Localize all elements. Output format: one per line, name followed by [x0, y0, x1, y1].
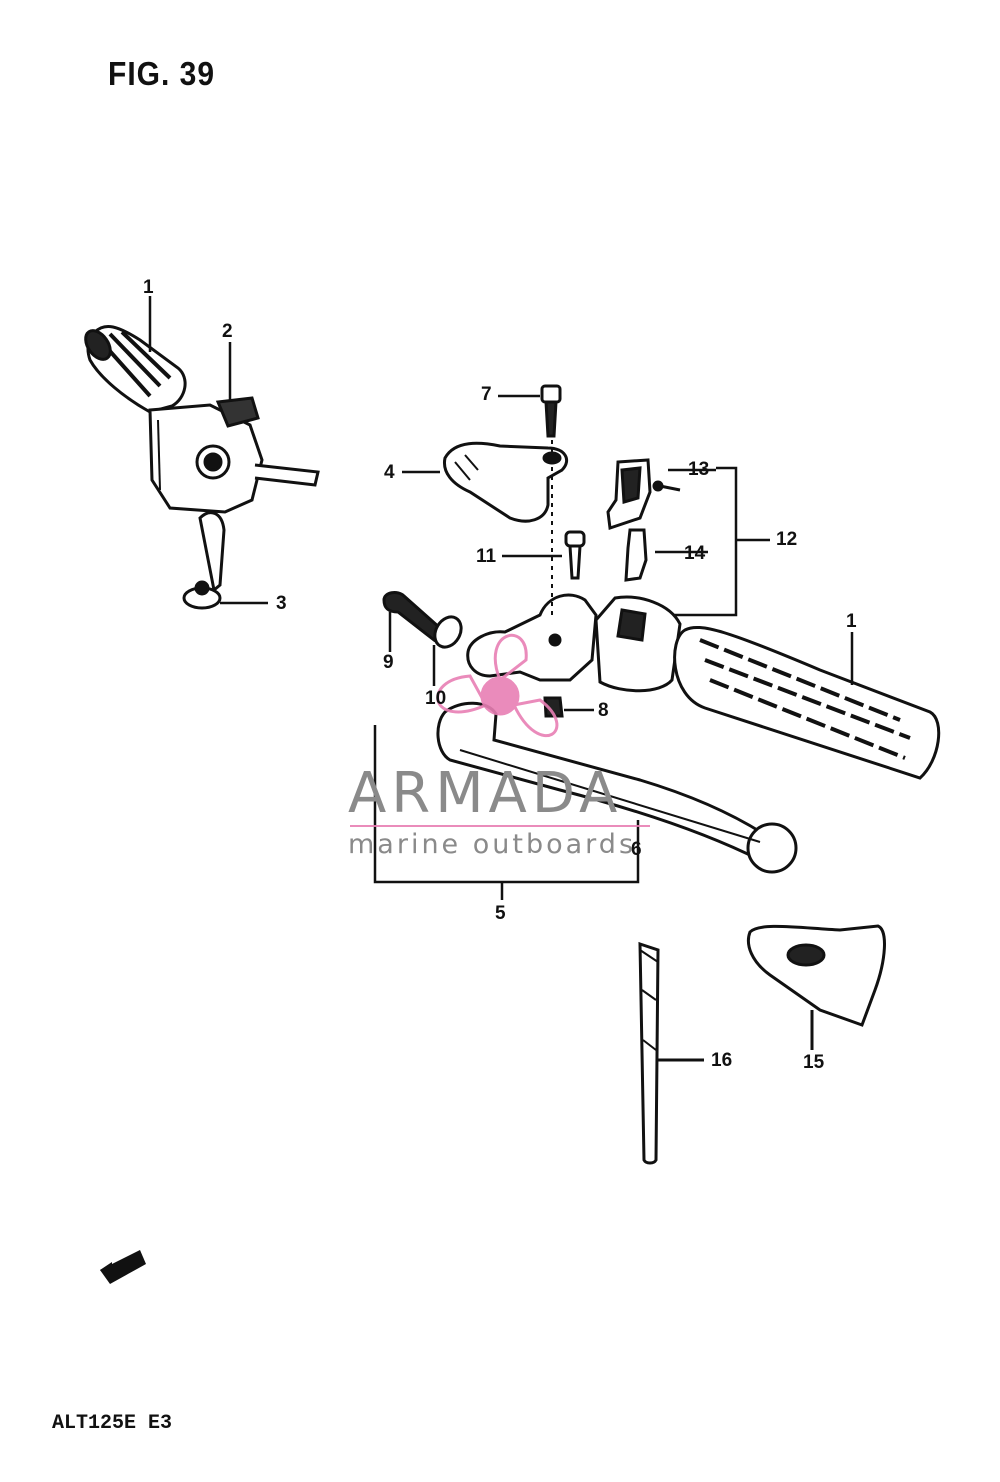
- cover-15-part: [746, 924, 886, 1050]
- callout-3: 3: [276, 593, 287, 614]
- callout-7: 7: [481, 384, 492, 405]
- lever-holder-part: [466, 593, 598, 718]
- callout-15: 15: [803, 1052, 825, 1073]
- forward-arrow-icon: [100, 1250, 146, 1284]
- watermark-tagline: marine outboards: [348, 829, 637, 860]
- cable-strap-16-part: [638, 941, 704, 1165]
- leader-lines: [148, 296, 854, 712]
- model-code: ALT125E E3: [52, 1412, 173, 1435]
- callout-6: 6: [631, 839, 642, 860]
- group-bracket-5: [373, 725, 640, 900]
- callout-16: 16: [711, 1050, 733, 1071]
- choke-lever-part: [182, 511, 226, 610]
- switch-parts-13-14: [606, 458, 681, 582]
- callout-1-left: 1: [143, 277, 154, 298]
- callout-14: 14: [684, 543, 706, 564]
- callout-12: 12: [776, 529, 798, 550]
- watermark-brand: ARMADA: [348, 761, 623, 826]
- callout-2: 2: [222, 321, 233, 342]
- bolt-washer-9-10-part: [382, 591, 463, 649]
- screw-11-part: [564, 530, 586, 580]
- figure-title: FIG. 39: [108, 56, 216, 93]
- left-grip-part: [84, 324, 187, 414]
- callout-5: 5: [495, 903, 506, 924]
- bolt-7-part: [540, 384, 562, 438]
- callout-11: 11: [476, 546, 497, 567]
- right-grip-part: [594, 595, 941, 780]
- callout-8: 8: [598, 700, 609, 721]
- callout-9: 9: [383, 652, 394, 673]
- callout-1-right: 1: [846, 611, 857, 632]
- callout-10: 10: [425, 688, 447, 709]
- callout-4: 4: [384, 462, 395, 483]
- callout-13: 13: [688, 459, 710, 480]
- armada-watermark-logo: [350, 633, 650, 827]
- bracket-4-part: [442, 441, 568, 523]
- group-bracket-12: [646, 466, 770, 617]
- left-switch-housing-part: [148, 396, 320, 514]
